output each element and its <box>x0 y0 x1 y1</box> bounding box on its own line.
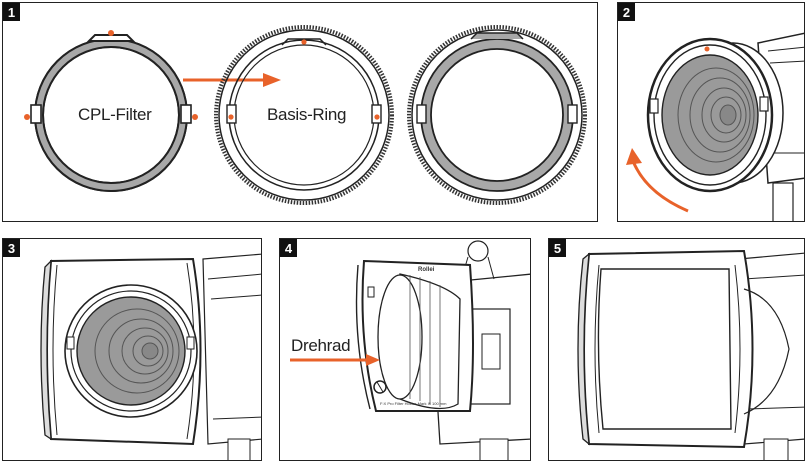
orange-arrow-icon <box>183 73 281 87</box>
holder-model: F:X Pro Filter Holder Mark III 100 mm <box>380 401 447 406</box>
cpl-filter-ring <box>24 30 198 192</box>
panel-4: 4 Drehrad Rollei F:X Pro Filter Holder M… <box>279 238 531 461</box>
lens-front <box>64 284 198 418</box>
step-number-2: 2 <box>618 3 635 21</box>
square-filter-plate <box>597 268 732 430</box>
panel-5: 5 <box>548 238 805 461</box>
filter-holder-ring <box>646 37 774 193</box>
panel-3: 3 <box>2 238 262 461</box>
step-number-3: 3 <box>3 239 20 257</box>
holder-brand: Rollei <box>418 267 435 273</box>
basis-ring-label: Basis-Ring <box>267 105 347 124</box>
drehrad-label: Drehrad <box>291 336 351 355</box>
panel-2-illustration <box>626 32 804 221</box>
step-number-1: 1 <box>3 3 20 21</box>
panel-3-illustration <box>40 253 261 460</box>
assembled-ring <box>407 25 587 205</box>
panel-2: 2 <box>617 2 805 222</box>
step-number-4: 4 <box>280 239 297 257</box>
panel-1: 1 <box>2 2 598 222</box>
panel-4-illustration <box>290 240 530 460</box>
step-number-5: 5 <box>549 239 566 257</box>
basis-ring <box>214 25 394 205</box>
cpl-filter-label: CPL-Filter <box>78 105 152 124</box>
panel-5-illustration <box>577 249 804 460</box>
rotation-arrow-icon <box>631 160 689 213</box>
panel-1-illustration <box>24 25 587 205</box>
